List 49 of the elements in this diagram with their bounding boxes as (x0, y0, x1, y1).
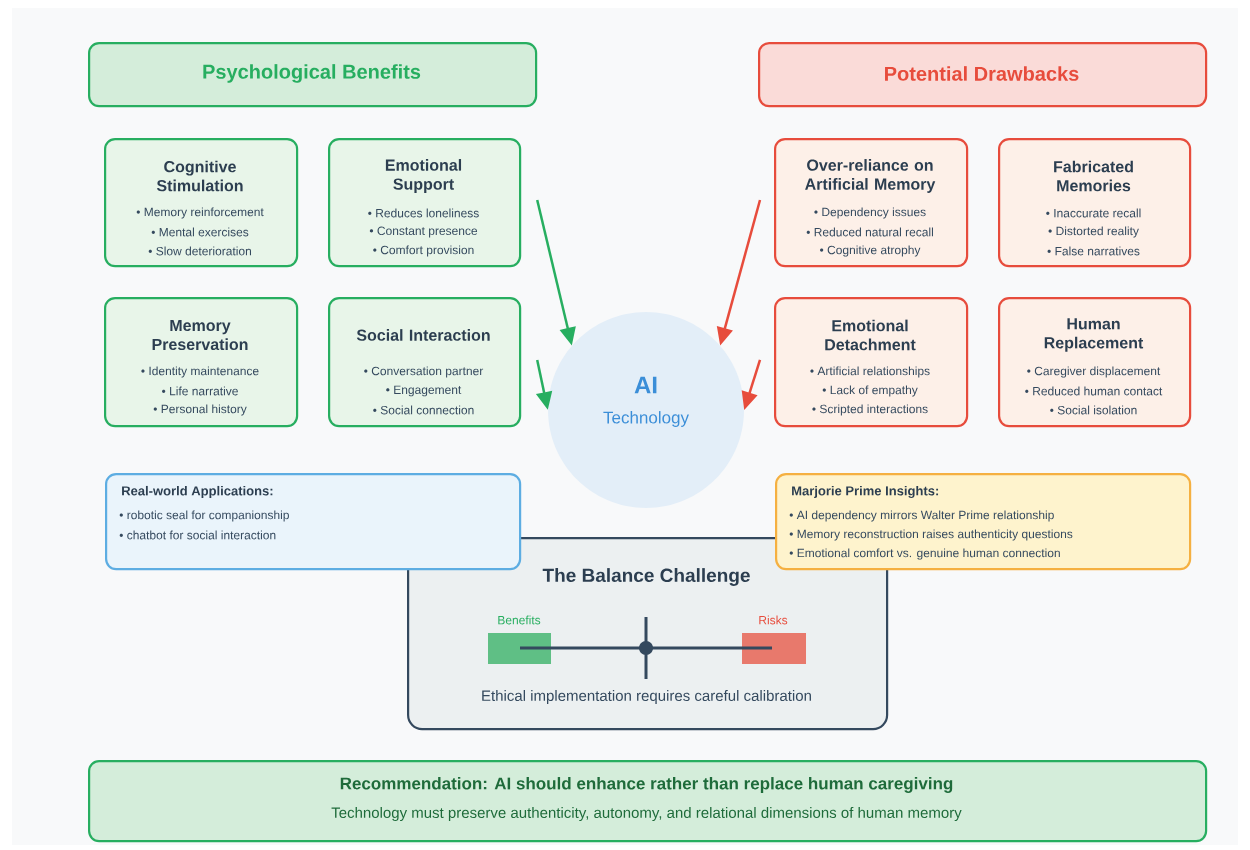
bullet-item: • chatbot for social interaction (119, 530, 276, 540)
card-title: Human Replacement (1044, 318, 1144, 352)
panel-caption: Ethical implementation requires careful calibration (482, 690, 811, 704)
card-title: Over-reliance on Artificial Memory (805, 159, 936, 193)
bullet-item: • Inaccurate recall (1046, 208, 1141, 218)
bullet-item: • Lack of empathy (822, 385, 918, 397)
bullet-item: • Social isolation (1050, 405, 1137, 415)
bullet-item: • robotic seal for companionship (119, 510, 289, 522)
bullet-item: • False narratives (1047, 246, 1140, 256)
banner-subtitle: Technology must preserve authenticity, autonomy, and relational dimensions of human memory (331, 807, 962, 821)
scale-label: Benefits (498, 615, 541, 625)
hub-title: AI (634, 376, 657, 394)
bullet-item: • Reduced human contact (1025, 386, 1163, 396)
bullet-item: • Dependency issues (814, 207, 926, 219)
bullet-item: • Social connection (373, 405, 474, 415)
card-title: Social Interaction (356, 329, 490, 341)
panel-title: The Balance Challenge (542, 568, 750, 586)
panel-heading: Marjorie Prime Insights: (792, 485, 939, 499)
bullet-item: • Reduced natural recall (806, 227, 933, 237)
banner-title: Psychological Benefits (203, 64, 421, 83)
card-title: Cognitive Stimulation (156, 160, 243, 192)
bullet-item: • AI dependency mirrors Walter Prime relationship (789, 510, 1054, 522)
card-title: Emotional Support (385, 159, 462, 193)
panel-heading: Real-world Applications: (122, 485, 273, 499)
bullet-item: • Mental exercises (151, 227, 249, 237)
bullet-item: • Scripted interactions (812, 404, 928, 416)
bullet-item: • Personal history (153, 404, 247, 416)
bullet-item: • Comfort provision (373, 245, 474, 257)
bullet-item: • Life narrative (162, 386, 238, 396)
card-title: Emotional Detachment (825, 319, 916, 351)
bullet-item: • Slow deterioration (148, 246, 251, 256)
scale-label: Risks (759, 615, 788, 625)
bullet-item: • Artificial relationships (810, 366, 930, 378)
bullet-item: • Caregiver displacement (1027, 366, 1161, 378)
bullet-item: • Memory reinforcement (136, 207, 264, 219)
hub-subtitle: Technology (603, 411, 689, 427)
bullet-item: • Cognitive atrophy (820, 245, 921, 257)
bullet-item: • Distorted reality (1048, 226, 1139, 238)
card-title: Fabricated Memories (1054, 160, 1133, 192)
bullet-item: • Engagement (386, 385, 462, 397)
banner-title: Potential Drawbacks (885, 66, 1079, 81)
bullet-item: • Conversation partner (364, 366, 484, 378)
bullet-item: • Identity maintenance (141, 366, 259, 378)
bullet-item: • Constant presence (369, 226, 478, 238)
banner-title: Recommendation: AI should enhance rather than replace human caregiving (340, 777, 953, 793)
bullet-item: • Emotional comfort vs. genuine human connection (789, 548, 1060, 560)
bullet-item: • Reduces loneliness (368, 208, 479, 218)
card-title: Memory Preservation (152, 319, 248, 351)
bullet-item: • Memory reconstruction raises authenticity questions (789, 529, 1073, 541)
